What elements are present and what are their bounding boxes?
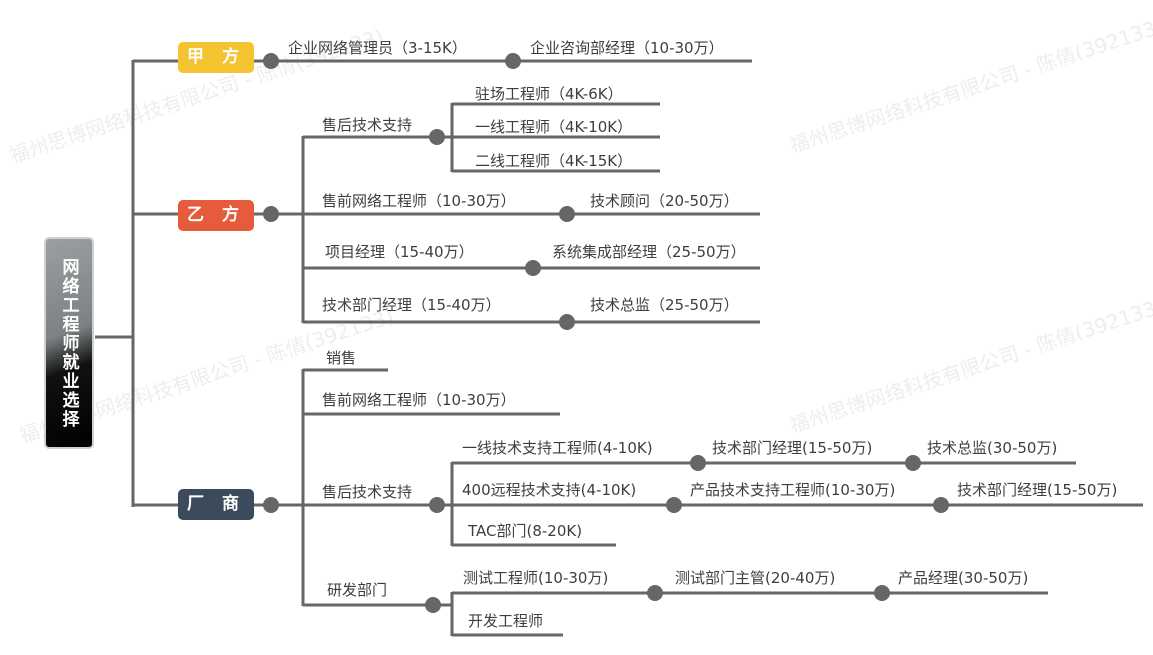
node-label[interactable]: 二线工程师（4K-15K） <box>475 152 633 170</box>
node-label[interactable]: 驻场工程师（4K-6K） <box>475 85 623 103</box>
node-dot <box>425 597 441 613</box>
node-changshang[interactable]: 厂 商 <box>178 489 254 520</box>
node-dot <box>933 497 949 513</box>
node-dot <box>647 585 663 601</box>
node-dot <box>525 260 541 276</box>
node-dot <box>874 585 890 601</box>
node-label[interactable]: 项目经理（15-40万） <box>325 243 474 261</box>
node-label[interactable]: 产品经理(30-50万) <box>898 569 1029 587</box>
node-label[interactable]: 400远程技术支持(4-10K) <box>462 481 637 499</box>
node-dot <box>263 206 279 222</box>
node-label[interactable]: TAC部门(8-20K) <box>468 522 583 540</box>
node-label[interactable]: 产品技术支持工程师(10-30万) <box>690 481 896 499</box>
node-label[interactable]: 技术总监(30-50万) <box>927 439 1058 457</box>
node-dot <box>905 455 921 471</box>
node-dot <box>505 53 521 69</box>
node-label[interactable]: 售后技术支持 <box>322 116 413 134</box>
node-label[interactable]: 企业网络管理员（3-15K） <box>288 39 467 57</box>
node-label[interactable]: 测试部门主管(20-40万) <box>675 569 836 587</box>
node-label[interactable]: 企业咨询部经理（10-30万） <box>530 39 724 57</box>
node-label[interactable]: 研发部门 <box>327 581 388 599</box>
node-dot <box>263 53 279 69</box>
node-label[interactable]: 售前网络工程师（10-30万） <box>322 192 516 210</box>
node-dot <box>666 497 682 513</box>
node-label[interactable]: 技术部门经理（15-40万） <box>322 296 501 314</box>
node-dot <box>559 314 575 330</box>
node-label[interactable]: 技术总监（25-50万） <box>590 296 739 314</box>
node-label[interactable]: 销售 <box>326 349 357 367</box>
node-dot <box>429 497 445 513</box>
node-label[interactable]: 开发工程师 <box>468 612 544 630</box>
node-label[interactable]: 技术部门经理(15-50万) <box>712 439 873 457</box>
node-label[interactable]: 系统集成部经理（25-50万） <box>552 243 746 261</box>
node-label[interactable]: 售前网络工程师（10-30万） <box>322 391 516 409</box>
node-dot <box>559 206 575 222</box>
node-dot <box>690 455 706 471</box>
node-label[interactable]: 技术部门经理(15-50万) <box>957 481 1118 499</box>
node-yifang[interactable]: 乙 方 <box>178 200 254 231</box>
root-node[interactable]: 网络工程师就业选择 <box>44 237 94 449</box>
node-label[interactable]: 一线工程师（4K-10K） <box>475 118 633 136</box>
node-dot <box>429 129 445 145</box>
node-label[interactable]: 一线技术支持工程师(4-10K) <box>462 439 653 457</box>
node-label[interactable]: 技术顾问（20-50万） <box>590 192 739 210</box>
node-jiafang[interactable]: 甲 方 <box>178 42 254 73</box>
node-label[interactable]: 售后技术支持 <box>322 483 413 501</box>
node-label[interactable]: 测试工程师(10-30万) <box>463 569 609 587</box>
node-dot <box>263 497 279 513</box>
